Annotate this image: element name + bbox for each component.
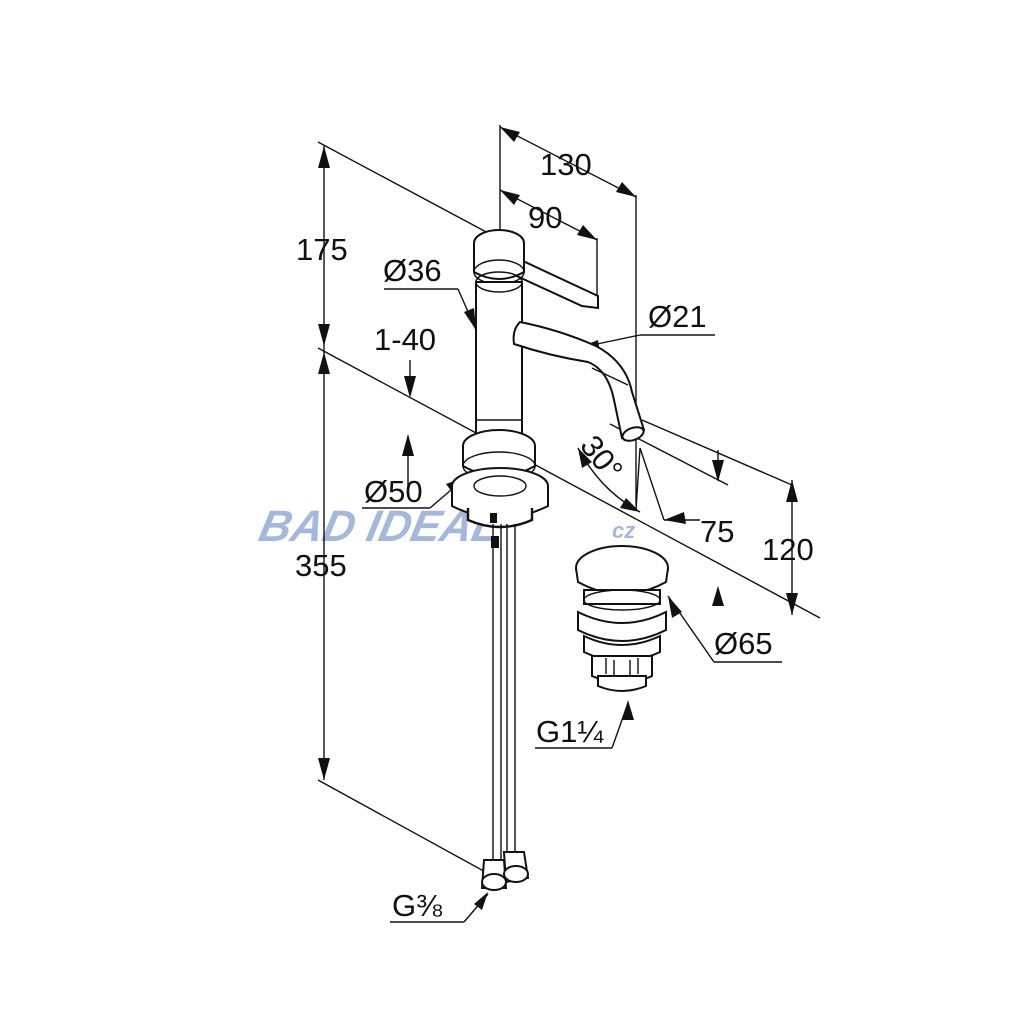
dim-175: 175 [296, 232, 348, 267]
watermark-suffix: cz [612, 518, 635, 543]
dim-g-3-8: G⅜ [392, 888, 442, 923]
dim-75: 75 [700, 514, 734, 549]
dim-130: 130 [540, 147, 592, 182]
dim-90: 90 [528, 200, 562, 235]
dimension-labels: 130 90 175 Ø36 Ø21 1-40 30° Ø50 75 120 3… [295, 147, 814, 923]
dim-355: 355 [295, 548, 347, 583]
dim-diameter-50: Ø50 [364, 474, 423, 509]
dim-diameter-21: Ø21 [648, 299, 707, 334]
spout [512, 320, 646, 440]
dim-g-1-quarter: G1¼ [536, 714, 604, 749]
column [475, 281, 523, 441]
hose-fitting [481, 873, 507, 891]
dim-diameter-65: Ø65 [714, 626, 773, 661]
dimension-lines [317, 125, 821, 923]
dim-120: 120 [762, 532, 814, 567]
dim-diameter-36: Ø36 [383, 253, 442, 288]
dim-1-40: 1-40 [374, 322, 436, 357]
faucet [451, 229, 646, 891]
pop-up-waste [575, 545, 669, 692]
watermark: BAD IDEAL cz [255, 502, 635, 550]
